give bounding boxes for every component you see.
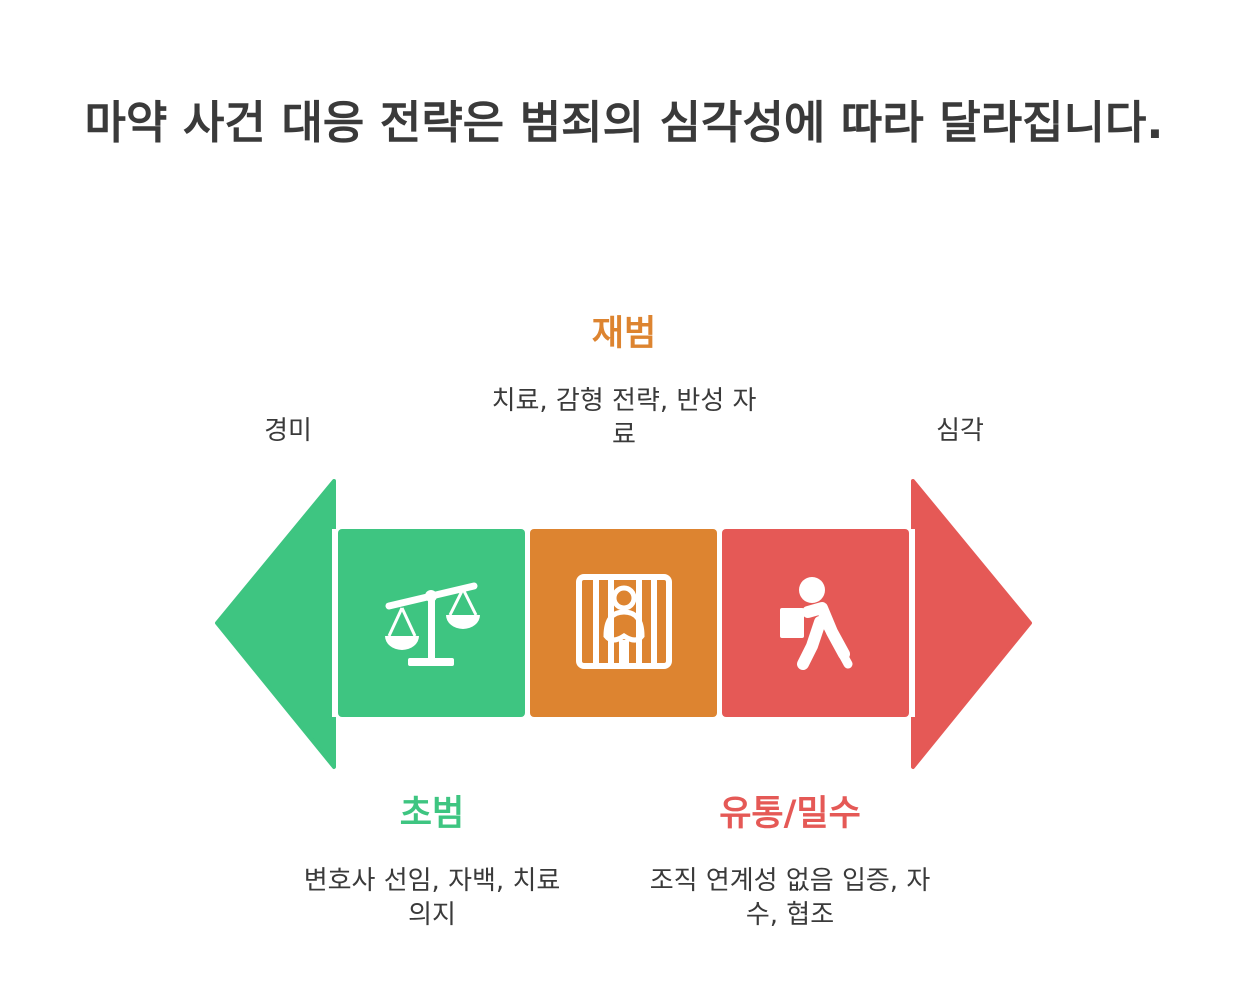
left-arrowhead (215, 479, 336, 769)
scales-icon (385, 582, 480, 666)
stage-title-trafficking: 유통/밀수 (719, 794, 861, 834)
prisoner-icon (576, 574, 672, 669)
stage-desc-first: 변호사 선임, 자백, 치료 의지 (303, 866, 561, 930)
stage-title-first: 초범 (399, 794, 465, 834)
white-separators (332, 529, 915, 717)
stage-title-repeat: 재범 (591, 314, 657, 354)
courier-icon (780, 577, 853, 670)
scale-left-label: 경미 (264, 416, 312, 446)
right-arrowhead (911, 479, 1032, 769)
stage-desc-repeat: 치료, 감형 전략, 반성 자료 (491, 386, 757, 450)
page-title: 마약 사건 대응 전략은 범죄의 심각성에 따라 달라집니다. (84, 96, 1164, 149)
scale-right-label: 심각 (936, 416, 984, 446)
stage-block-repeat (530, 529, 717, 717)
stage-desc-trafficking: 조직 연계성 없음 입증, 자수, 협조 (649, 866, 931, 930)
